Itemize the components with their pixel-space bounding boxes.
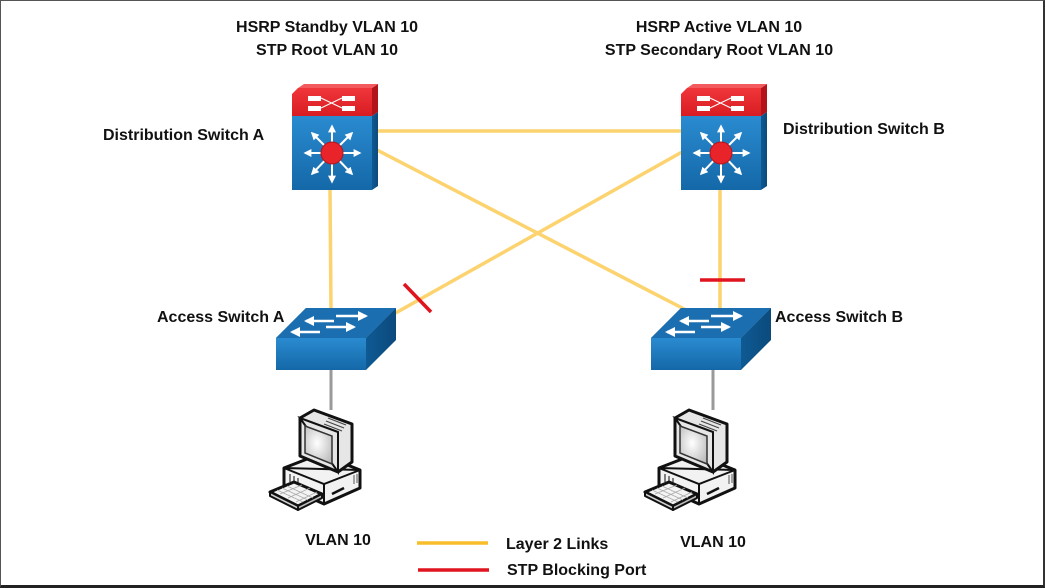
link-distb-accessa [391,150,683,317]
access-switch-b-icon[interactable] [651,308,771,370]
workstation-b-icon[interactable] [643,408,737,512]
stp-blocking-marker-access-a [402,282,433,314]
distribution-switch-b-icon[interactable] [681,84,767,190]
access-switch-a-icon[interactable] [276,308,396,370]
link-dista-accessa [328,187,333,311]
dist-b-role-line2: STP Secondary Root VLAN 10 [605,42,833,59]
distribution-switch-a-icon[interactable] [292,84,378,190]
dist-a-role-line2: STP Root VLAN 10 [256,42,398,59]
distribution-switch-a-label: Distribution Switch A [103,127,265,144]
legend: Layer 2 Links STP Blocking Port [417,536,647,579]
access-switch-b-label: Access Switch B [775,309,903,326]
workstation-b-label: VLAN 10 [680,534,746,551]
dist-b-role-line1: HSRP Active VLAN 10 [636,19,802,36]
legend-layer2-label: Layer 2 Links [506,536,608,553]
legend-blocking-label: STP Blocking Port [507,562,647,579]
link-dista-accessb [376,148,687,312]
workstation-a-label: VLAN 10 [305,532,371,549]
access-switch-a-label: Access Switch A [157,309,285,326]
dist-a-role-line1: HSRP Standby VLAN 10 [236,19,418,36]
distribution-switch-b-label: Distribution Switch B [783,121,945,138]
workstation-a-icon[interactable] [268,408,362,512]
